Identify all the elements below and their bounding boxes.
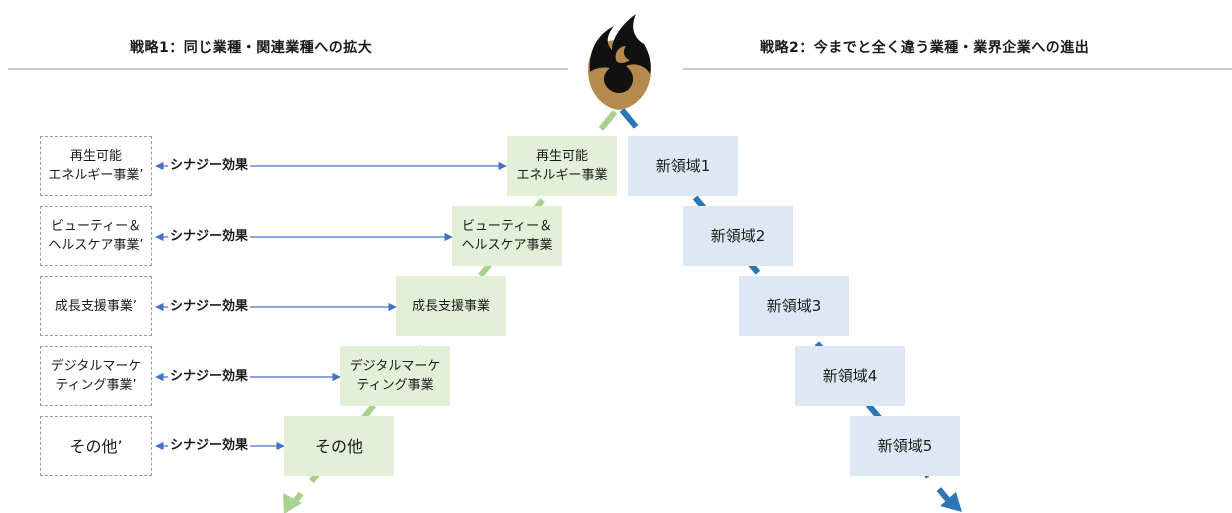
strategy1-heading: 戦略1：同じ業種・関連業種への拡大: [130, 40, 373, 56]
new-domain-box-1: 新領域1: [628, 136, 738, 196]
synergy-label-2: シナジー効果: [168, 229, 251, 245]
synergy-label-1: シナジー効果: [168, 158, 251, 174]
new-domain-box-5: 新領域5: [850, 416, 960, 476]
duplicate-business-box-2: ビューティー＆ ヘルスケア事業’: [40, 206, 152, 266]
strategy2-heading: 戦略2：今までと全く違う業種・業界企業への進出: [760, 40, 1090, 56]
synergy-label-4: シナジー効果: [168, 369, 251, 385]
strategy2-arrowhead: [940, 492, 962, 512]
business-box-beauty-healthcare: ビューティー＆ ヘルスケア事業: [452, 206, 562, 266]
divider-right: [683, 68, 1232, 70]
duplicate-business-box-3: 成長支援事業’: [40, 276, 152, 336]
duplicate-business-box-4: デジタルマーケ ティング事業’: [40, 346, 152, 406]
synergy-label-3: シナジー効果: [168, 299, 251, 315]
new-domain-box-4: 新領域4: [795, 346, 905, 406]
flame-emblem-icon: [588, 14, 651, 110]
duplicate-business-box-5: その他’: [40, 416, 152, 476]
new-domain-box-3: 新領域3: [739, 276, 849, 336]
new-domain-box-2: 新領域2: [683, 206, 793, 266]
business-box-other: その他: [284, 416, 394, 476]
business-box-renewable-energy: 再生可能 エネルギー事業: [507, 136, 617, 196]
divider-left: [8, 68, 568, 70]
duplicate-business-box-1: 再生可能 エネルギー事業’: [40, 136, 152, 196]
synergy-label-5: シナジー効果: [168, 438, 251, 454]
business-box-growth-support: 成長支援事業: [396, 276, 506, 336]
business-box-digital-marketing: デジタルマーケ ティング事業: [340, 346, 450, 406]
strategy1-arrowhead: [283, 493, 302, 513]
